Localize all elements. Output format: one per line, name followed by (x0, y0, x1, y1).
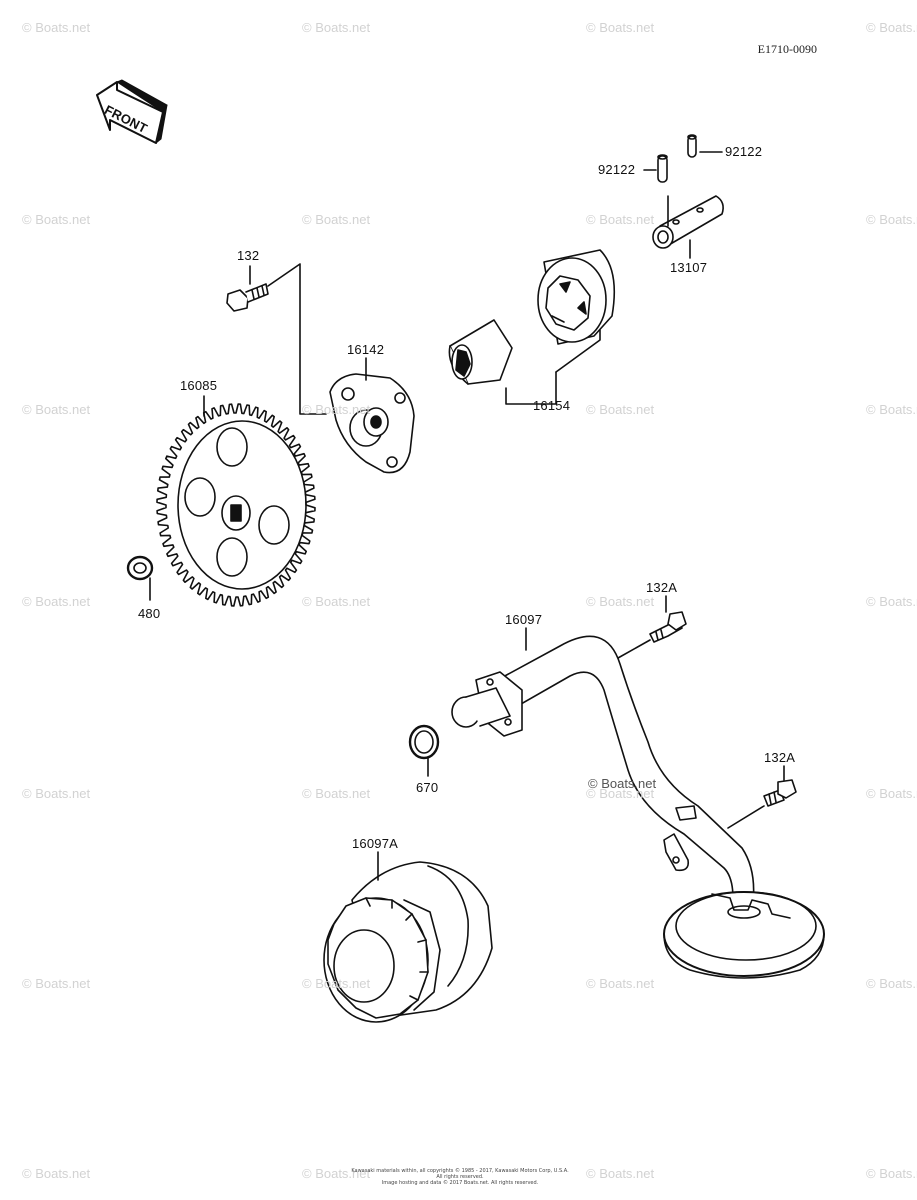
part-label-16085[interactable]: 16085 (180, 378, 218, 393)
part-label-13107[interactable]: 13107 (670, 260, 708, 275)
part-label-92122-left[interactable]: 92122 (598, 162, 636, 177)
watermark-text: © Boats.net (586, 786, 655, 801)
oil-filter-16097A (323, 861, 493, 1023)
bolt-132 (226, 283, 269, 312)
watermark-text: © Boats.net (302, 212, 371, 227)
leader-16154-a (505, 371, 557, 405)
leader-132A-upper-b (617, 639, 651, 659)
watermark-text: © Boats.net (866, 212, 917, 227)
watermark-text: © Boats.net (302, 20, 371, 35)
bolt-132A-upper (649, 611, 687, 643)
watermark-text: © Boats.net (586, 976, 655, 991)
watermark-text: © Boats.net (22, 212, 91, 227)
copyright-notice: Kawasaki materials within, all copyright… (350, 1168, 570, 1186)
inner-rotor-16154 (448, 319, 513, 385)
pin-92122-left (657, 154, 668, 183)
watermark-text: © Boats.net (302, 976, 371, 991)
watermark-text: © Boats.net (866, 20, 917, 35)
watermark-text: © Boats.net (22, 1166, 91, 1181)
inline-watermark: © Boats.net (588, 776, 657, 791)
watermark-text: © Boats.net (302, 786, 371, 801)
watermark-text: © Boats.net (866, 976, 917, 991)
pump-cover-16142 (329, 373, 415, 474)
watermark-text: © Boats.net (866, 594, 917, 609)
leader-132A-lower-b (727, 805, 765, 829)
watermark-text: © Boats.net (22, 976, 91, 991)
part-label-670[interactable]: 670 (416, 780, 439, 795)
watermark-text: © Boats.net (22, 786, 91, 801)
watermark-text: © Boats.net (22, 402, 91, 417)
front-arrow-icon (96, 79, 168, 144)
watermark-text: © Boats.net (22, 594, 91, 609)
pin-92122-right (687, 134, 697, 158)
part-label-92122-right[interactable]: 92122 (725, 144, 763, 159)
part-label-480[interactable]: 480 (138, 606, 161, 621)
part-label-132A-upper[interactable]: 132A (646, 580, 678, 595)
part-label-132[interactable]: 132 (237, 248, 260, 263)
watermark-text: © Boats.net (586, 1166, 655, 1181)
circlip-480 (126, 555, 154, 581)
gear-16085 (156, 403, 316, 607)
part-label-16154[interactable]: 16154 (533, 398, 571, 413)
leader-132-to-16142 (267, 263, 327, 415)
bolt-132A-lower (763, 779, 797, 807)
part-label-16097[interactable]: 16097 (505, 612, 543, 627)
shaft-13107 (652, 195, 724, 249)
watermark-text: © Boats.net (302, 1166, 371, 1181)
watermark-text: © Boats.net (586, 212, 655, 227)
diagram-code: E1710-0090 (757, 42, 817, 56)
watermark-text: © Boats.net (866, 1166, 917, 1181)
watermark-text: © Boats.net (586, 402, 655, 417)
copyright-line-2: Image hosting and data © 2017 Boats.net.… (381, 1180, 539, 1186)
outer-rotor-16154 (537, 249, 616, 345)
watermark-text: © Boats.net (302, 594, 371, 609)
part-label-16142[interactable]: 16142 (347, 342, 385, 357)
leader-16154-b (555, 329, 601, 373)
watermark-text: © Boats.net (866, 786, 917, 801)
part-label-132A-lower[interactable]: 132A (764, 750, 796, 765)
watermark-text: © Boats.net (586, 594, 655, 609)
part-label-16097A[interactable]: 16097A (352, 836, 399, 851)
o-ring-670 (408, 724, 440, 760)
oil-strainer-16097 (663, 891, 825, 979)
watermark-text: © Boats.net (586, 20, 655, 35)
watermark-text: © Boats.net (22, 20, 91, 35)
copyright-line-1: Kawasaki materials within, all copyright… (351, 1168, 569, 1180)
watermark-text: © Boats.net (302, 402, 371, 417)
oil-pipe-16097 (451, 635, 755, 915)
watermark-text: © Boats.net (866, 402, 917, 417)
